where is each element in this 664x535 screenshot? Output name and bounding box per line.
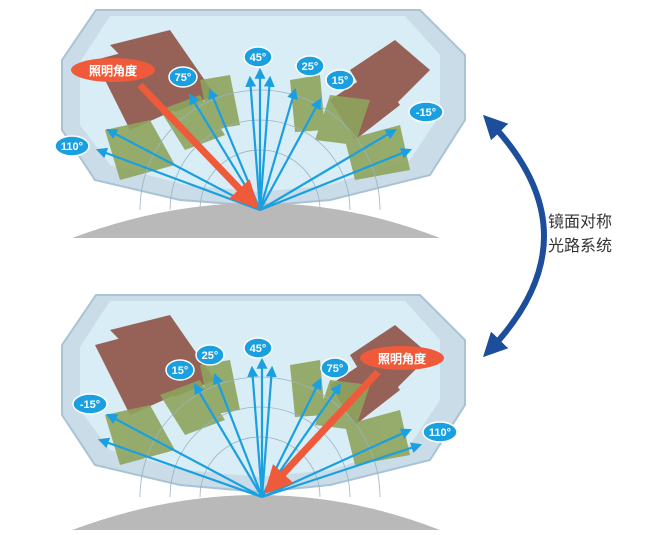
top-badge-45: 45°: [243, 46, 273, 68]
bottom-beam-m15b: [97, 437, 263, 499]
top-illumination-badge: 照明角度: [71, 58, 155, 82]
bottom-fan-arcs: [139, 376, 381, 498]
top-badge-110: 110°: [54, 135, 90, 157]
svg-text:45°: 45°: [250, 52, 267, 64]
bottom-illumination-beam: [264, 369, 381, 495]
bottom-beam-15: [193, 383, 263, 498]
bottom-beam-25: [213, 372, 264, 498]
symmetry-label: 镜面对称 光路系统: [548, 210, 658, 258]
bottom-beam-m15: [106, 413, 263, 498]
svg-text:25°: 25°: [302, 61, 319, 73]
symmetry-label-line2: 光路系统: [548, 236, 613, 255]
top-beam-15: [259, 98, 322, 211]
svg-text:15°: 15°: [172, 365, 189, 377]
top-badge-15: 15°: [325, 69, 355, 91]
bottom-badge-m15: -15°: [72, 393, 108, 415]
top-badge-75: 75°: [168, 66, 198, 88]
bottom-badge-75: 75°: [320, 357, 350, 379]
top-beam-m15: [259, 128, 397, 211]
bottom-illumination-badge: 照明角度: [360, 346, 444, 370]
svg-text:照明角度: 照明角度: [378, 351, 427, 366]
svg-text:110°: 110°: [429, 427, 451, 439]
bottom-badge-25: 25°: [195, 344, 225, 366]
svg-text:75°: 75°: [327, 363, 344, 375]
bottom-badge-110: 110°: [422, 421, 458, 443]
top-beam-25: [258, 87, 298, 211]
svg-text:45°: 45°: [250, 343, 267, 355]
symmetry-label-line1: 镜面对称: [548, 212, 613, 231]
symmetry-double-arrow: [483, 114, 547, 358]
svg-text:-15°: -15°: [416, 107, 436, 119]
bottom-beam-45: [247, 365, 264, 498]
svg-text:110°: 110°: [61, 141, 83, 153]
top-panel: 75° 45° 25° 15° -15° 110°: [54, 9, 466, 238]
top-dome: [72, 203, 440, 238]
top-beam-m15b: [259, 148, 413, 212]
bottom-beam-45c: [260, 365, 277, 498]
bottom-panel: 15° 25° 45° 75° -15° 110°: [61, 294, 466, 530]
svg-text:-15°: -15°: [80, 399, 100, 411]
svg-text:25°: 25°: [202, 350, 219, 362]
bottom-badge-15: 15°: [165, 359, 195, 381]
top-badge-m15: -15°: [408, 101, 444, 123]
top-badge-25: 25°: [295, 55, 325, 77]
svg-text:照明角度: 照明角度: [89, 63, 138, 78]
top-illumination-beam: [137, 82, 259, 210]
bottom-dome: [72, 495, 440, 530]
svg-text:75°: 75°: [175, 72, 192, 84]
svg-text:15°: 15°: [332, 75, 349, 87]
bottom-badge-45: 45°: [243, 337, 273, 359]
top-beam-45c: [258, 75, 275, 211]
